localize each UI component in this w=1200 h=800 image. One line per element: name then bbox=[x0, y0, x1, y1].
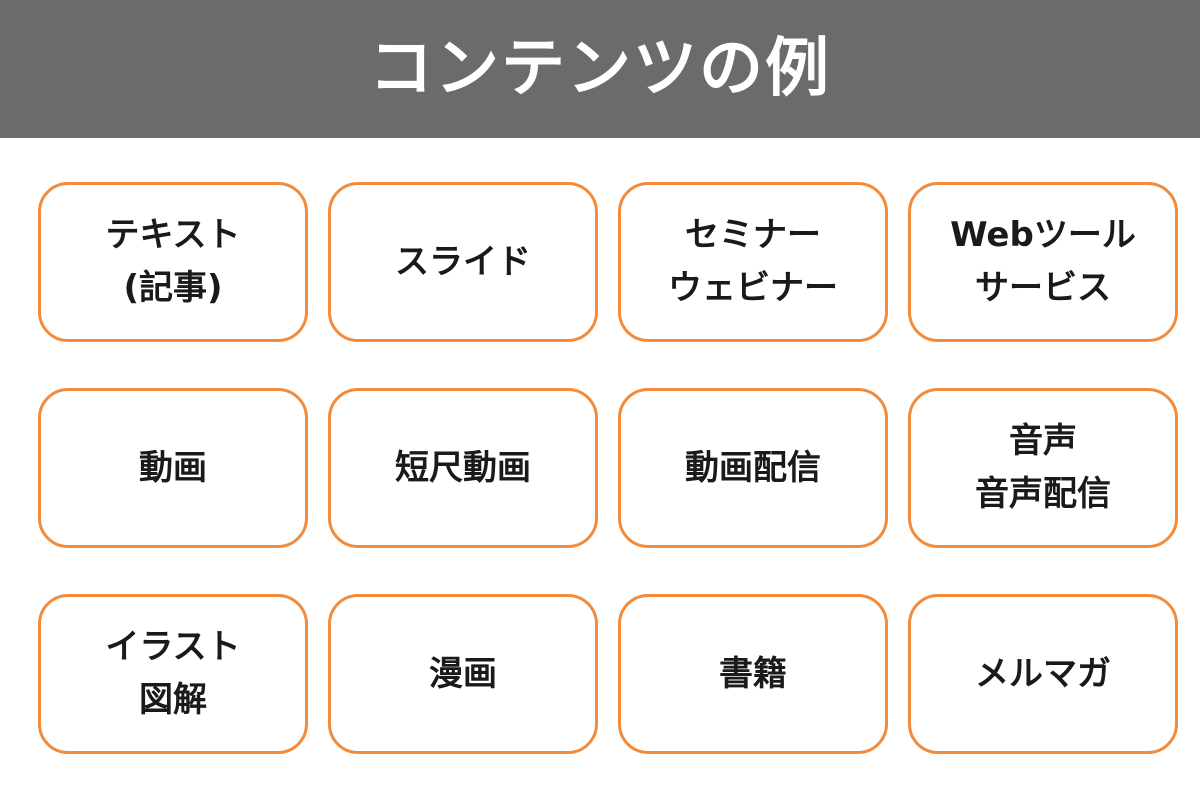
content-card-book: 書籍 bbox=[618, 594, 888, 754]
content-card-seminar-webinar: セミナー ウェビナー bbox=[618, 182, 888, 342]
card-label: テキスト bbox=[105, 215, 241, 256]
card-label: メルマガ bbox=[975, 653, 1111, 694]
card-label: 短尺動画 bbox=[395, 447, 531, 488]
card-label: イラスト bbox=[105, 627, 241, 668]
content-card-illustration: イラスト 図解 bbox=[38, 594, 308, 754]
content-card-video: 動画 bbox=[38, 388, 308, 548]
card-label: 漫画 bbox=[429, 653, 497, 694]
content-card-video-streaming: 動画配信 bbox=[618, 388, 888, 548]
content-card-audio: 音声 音声配信 bbox=[908, 388, 1178, 548]
content-examples-grid: テキスト (記事) スライド セミナー ウェビナー Webツール サービス 動画… bbox=[38, 182, 1178, 754]
header-banner: コンテンツの例 bbox=[0, 0, 1200, 138]
card-label: 図解 bbox=[139, 680, 207, 720]
card-label: サービス bbox=[975, 268, 1111, 308]
card-label: 音声配信 bbox=[975, 474, 1111, 514]
card-label: ウェビナー bbox=[668, 268, 838, 308]
card-label: 音声 bbox=[1009, 421, 1077, 462]
card-label: Webツール bbox=[950, 215, 1136, 256]
card-label: 書籍 bbox=[719, 653, 787, 694]
card-label: スライド bbox=[395, 241, 531, 282]
content-card-text-article: テキスト (記事) bbox=[38, 182, 308, 342]
page-title: コンテンツの例 bbox=[369, 32, 831, 106]
card-label: 動画配信 bbox=[685, 447, 821, 488]
content-card-newsletter: メルマガ bbox=[908, 594, 1178, 754]
card-label: セミナー bbox=[685, 215, 821, 256]
content-card-slides: スライド bbox=[328, 182, 598, 342]
card-label: 動画 bbox=[139, 447, 207, 488]
card-label: (記事) bbox=[123, 268, 223, 308]
content-card-web-tool-service: Webツール サービス bbox=[908, 182, 1178, 342]
content-card-short-video: 短尺動画 bbox=[328, 388, 598, 548]
content-card-manga: 漫画 bbox=[328, 594, 598, 754]
